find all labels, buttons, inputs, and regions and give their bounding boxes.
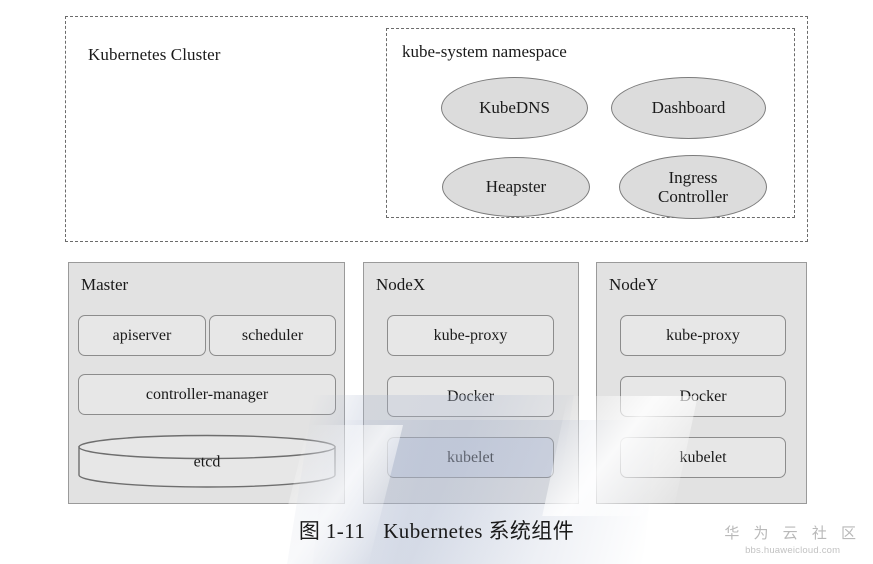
component-nodex-docker[interactable]: Docker xyxy=(387,376,554,417)
component-controller-manager[interactable]: controller-manager xyxy=(78,374,336,415)
component-nodex-kube-proxy[interactable]: kube-proxy xyxy=(387,315,554,356)
pod-kubedns[interactable]: KubeDNS xyxy=(441,77,588,139)
pod-heapster[interactable]: Heapster xyxy=(442,157,590,217)
component-nodex-docker-label: Docker xyxy=(446,387,495,405)
node-panel-master-title: Master xyxy=(81,275,129,294)
pod-heapster-label: Heapster xyxy=(485,177,547,197)
component-scheduler[interactable]: scheduler xyxy=(209,315,336,356)
component-apiserver-label: apiserver xyxy=(112,326,172,344)
kubernetes-cluster-label: Kubernetes Cluster xyxy=(88,45,221,64)
component-nodey-kube-proxy-label: kube-proxy xyxy=(666,326,740,344)
pod-kubedns-label: KubeDNS xyxy=(479,98,550,118)
kube-system-namespace-boundary: kube-system namespace xyxy=(386,28,795,218)
component-controller-manager-label: controller-manager xyxy=(145,385,269,403)
figure-caption-number: 图 1-11 xyxy=(298,519,366,543)
component-nodex-kubelet-label: kubelet xyxy=(446,448,495,466)
node-panel-nodey-title: NodeY xyxy=(609,275,659,294)
component-nodex-kubelet[interactable]: kubelet xyxy=(387,437,554,478)
etcd-cylinder-shape xyxy=(78,434,336,488)
pod-ingress-controller-label-line1: Ingress xyxy=(668,167,718,187)
kube-system-namespace-label: kube-system namespace xyxy=(402,42,567,61)
figure-caption-title: Kubernetes 系统组件 xyxy=(383,519,575,543)
huawei-cloud-watermark: 华 为 云 社 区 bbs.huaweicloud.com xyxy=(724,522,861,556)
component-nodey-docker-label: Docker xyxy=(679,387,727,405)
component-apiserver[interactable]: apiserver xyxy=(78,315,206,356)
component-nodex-kube-proxy-label: kube-proxy xyxy=(433,326,508,344)
pod-ingress-controller[interactable]: Ingress Controller xyxy=(619,155,767,219)
component-etcd-label: etcd xyxy=(193,453,221,471)
huawei-cloud-watermark-url: bbs.huaweicloud.com xyxy=(745,545,841,556)
component-scheduler-label: scheduler xyxy=(241,326,304,344)
component-nodey-kube-proxy[interactable]: kube-proxy xyxy=(620,315,786,356)
component-nodey-kubelet-label: kubelet xyxy=(679,448,727,466)
huawei-cloud-watermark-brand: 华 为 云 社 区 xyxy=(724,525,861,542)
pod-ingress-controller-label-line2: Controller xyxy=(658,187,728,206)
pod-dashboard-label: Dashboard xyxy=(651,98,726,118)
component-nodey-kubelet[interactable]: kubelet xyxy=(620,437,786,478)
component-nodey-docker[interactable]: Docker xyxy=(620,376,786,417)
component-etcd[interactable]: etcd xyxy=(78,434,336,488)
kubernetes-cluster-boundary: Kubernetes Cluster xyxy=(65,16,808,242)
pod-dashboard[interactable]: Dashboard xyxy=(611,77,766,139)
node-panel-nodex-title: NodeX xyxy=(376,275,426,294)
